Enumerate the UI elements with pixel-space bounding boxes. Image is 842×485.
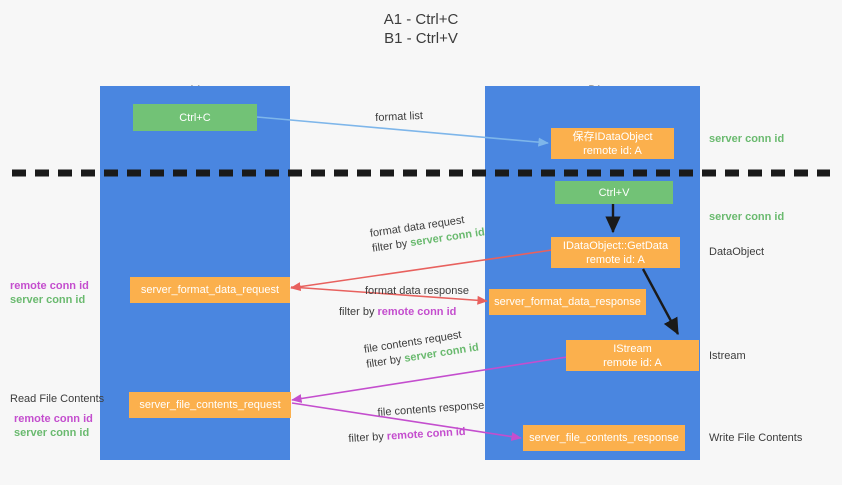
box-istream[interactable]: IStream remote id: A xyxy=(566,340,699,371)
box-ctrl-v-label: Ctrl+V xyxy=(598,186,630,199)
filter-by-text: filter by xyxy=(371,237,412,255)
edge-label-format-data-response-line1: format data response xyxy=(365,285,469,297)
diagram-title-line1: A1 - Ctrl+C xyxy=(383,11,459,28)
left-label-remote-conn-id-2: remote conn id xyxy=(14,413,93,425)
box-ctrl-v[interactable]: Ctrl+V xyxy=(555,181,673,204)
right-label-istream: Istream xyxy=(709,350,746,362)
filter-by-text: filter by xyxy=(339,306,378,318)
box-idataobject-getdata[interactable]: IDataObject::GetData remote id: A xyxy=(551,237,680,268)
box-ctrl-c[interactable]: Ctrl+C xyxy=(133,104,257,131)
box-server-file-contents-response[interactable]: server_file_contents_response xyxy=(523,425,685,451)
box-server-format-data-response[interactable]: server_format_data_response xyxy=(489,289,646,315)
box-idataobject-getdata-line1: IDataObject::GetData xyxy=(562,239,669,252)
box-save-idataobject-line2: remote id: A xyxy=(583,144,642,157)
box-istream-line1: IStream xyxy=(613,342,652,355)
edge-label-format-data-response-line2: filter by remote conn id xyxy=(339,305,456,320)
filter-by-text: filter by xyxy=(348,430,388,445)
left-label-server-conn-id-2: server conn id xyxy=(14,427,90,439)
filter-key-remote-conn-id: remote conn id xyxy=(386,425,466,443)
box-idataobject-getdata-line2: remote id: A xyxy=(586,253,645,266)
box-server-format-data-response-label: server_format_data_response xyxy=(494,296,641,308)
box-istream-line2: remote id: A xyxy=(603,356,662,369)
box-server-format-data-request-label: server_format_data_request xyxy=(140,284,280,296)
edge-label-file-contents-response-line2: filter by remote conn id xyxy=(348,425,466,447)
edge-label-file-contents-request: file contents request filter by server c… xyxy=(363,326,480,373)
box-server-format-data-request[interactable]: server_format_data_request xyxy=(130,277,290,303)
edge-label-format-list: format list xyxy=(375,109,424,124)
box-server-file-contents-request-label: server_file_contents_request xyxy=(139,399,281,411)
box-server-file-contents-request[interactable]: server_file_contents_request xyxy=(129,392,291,418)
box-save-idataobject[interactable]: 保存IDataObject remote id: A xyxy=(551,128,674,159)
right-label-server-conn-id-2: server conn id xyxy=(709,211,785,223)
left-label-server-conn-id-1: server conn id xyxy=(10,294,86,306)
box-ctrl-c-label: Ctrl+C xyxy=(179,111,211,124)
diagram-title-line2: B1 - Ctrl+V xyxy=(384,30,458,47)
left-label-read-file-contents: Read File Contents xyxy=(10,393,105,405)
edge-label-file-contents-response-line1: file contents response xyxy=(377,399,485,419)
box-server-file-contents-response-label: server_file_contents_response xyxy=(529,432,679,444)
edge-label-format-data-request: format data request filter by server con… xyxy=(369,210,486,256)
right-label-dataobject: DataObject xyxy=(709,246,765,258)
right-label-write-file-contents: Write File Contents xyxy=(709,432,803,444)
box-save-idataobject-line1: 保存IDataObject xyxy=(572,130,653,143)
right-label-server-conn-id-1: server conn id xyxy=(709,133,785,145)
filter-key-remote-conn-id: remote conn id xyxy=(377,306,457,318)
left-label-remote-conn-id-1: remote conn id xyxy=(10,280,89,292)
